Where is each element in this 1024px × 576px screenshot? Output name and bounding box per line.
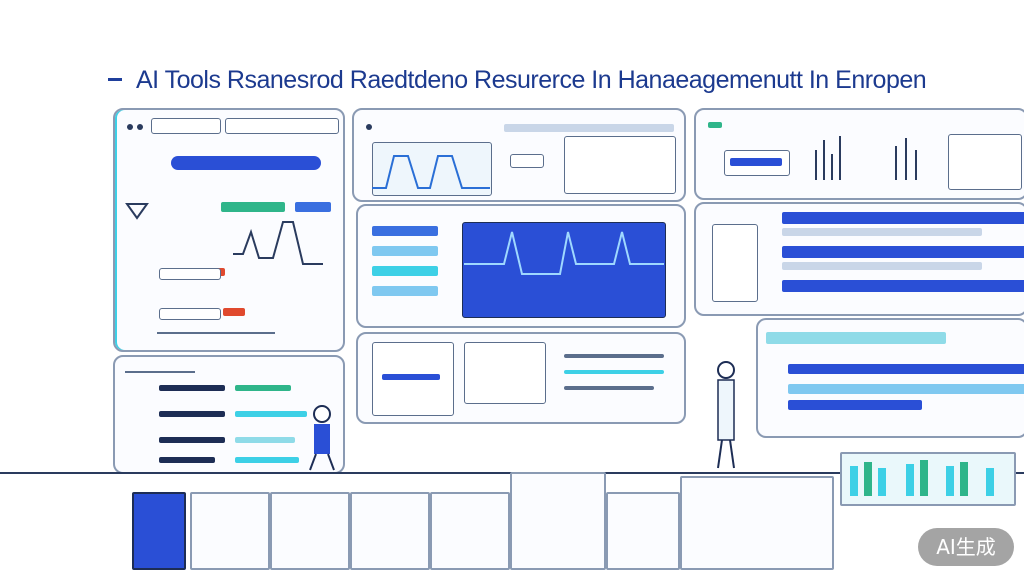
- title-dash: [108, 78, 122, 81]
- list-divider: [125, 371, 195, 373]
- list-item[interactable]: [159, 385, 225, 391]
- line-item: [564, 386, 654, 390]
- list-row-bar[interactable]: [782, 246, 1024, 258]
- highlight-bar: [730, 158, 782, 166]
- right-list-panel: [694, 202, 1024, 316]
- side-bar-item[interactable]: [372, 246, 438, 256]
- right-lower-panel: [756, 318, 1024, 438]
- right-top-panel: [694, 108, 1024, 200]
- list-row-bar[interactable]: [782, 212, 1024, 224]
- person-figure-icon: [717, 361, 735, 469]
- window-dot-icon: [137, 124, 143, 130]
- page-header: AI Tools Rsanesrod Raedtdeno Resurerce I…: [100, 62, 1024, 100]
- list-item[interactable]: [235, 411, 307, 417]
- progress-bar: [504, 124, 674, 132]
- line-item: [564, 354, 664, 358]
- signal-chart-icon: [464, 231, 664, 275]
- side-bar-item[interactable]: [372, 286, 438, 296]
- list-item[interactable]: [235, 385, 291, 391]
- list-item[interactable]: [235, 457, 299, 463]
- bottom-card[interactable]: [270, 492, 350, 570]
- window-dot-icon: [127, 124, 133, 130]
- tab-indicator[interactable]: [708, 122, 722, 128]
- list-row-bar-cyan[interactable]: [766, 332, 946, 344]
- window-dot-icon: [366, 124, 372, 130]
- bar-chart-icon: [850, 460, 994, 496]
- left-control-panel: [113, 108, 345, 352]
- indicator-box: [159, 308, 221, 320]
- list-row-bar-light[interactable]: [782, 262, 982, 270]
- indicator-box: [159, 268, 221, 280]
- status-bar-blue: [295, 202, 331, 212]
- center-lower-panel: [356, 332, 686, 424]
- list-item[interactable]: [159, 437, 225, 443]
- list-item[interactable]: [159, 457, 215, 463]
- list-row-bar-light[interactable]: [782, 228, 982, 236]
- list-row-bar[interactable]: [788, 364, 1024, 374]
- bottom-card[interactable]: [132, 492, 186, 570]
- wave-chart-icon: [372, 155, 490, 189]
- list-item[interactable]: [159, 411, 225, 417]
- ai-generated-badge: AI生成: [918, 528, 1014, 566]
- main-display: [462, 222, 666, 318]
- status-bar-green: [221, 202, 285, 212]
- bottom-card[interactable]: [606, 492, 680, 570]
- center-chart-panel: [352, 108, 686, 202]
- bottom-card[interactable]: [430, 492, 510, 570]
- side-bar-item[interactable]: [372, 226, 438, 236]
- person-figure-icon: [309, 405, 335, 471]
- line-item: [564, 370, 664, 374]
- detail-box: [948, 134, 1022, 190]
- card-bar: [382, 374, 440, 380]
- stack-box: [712, 224, 758, 302]
- detail-box: [564, 136, 676, 194]
- bottom-card[interactable]: [350, 492, 430, 570]
- left-list-panel: [113, 355, 345, 474]
- list-row-bar[interactable]: [782, 280, 1024, 292]
- primary-action-bar[interactable]: [171, 156, 321, 170]
- page-title: AI Tools Rsanesrod Raedtdeno Resurerce I…: [136, 66, 927, 94]
- bottom-card[interactable]: [190, 492, 270, 570]
- list-item[interactable]: [235, 437, 295, 443]
- list-row-bar[interactable]: [788, 384, 1024, 394]
- toolbar-box: [151, 118, 221, 134]
- center-main-panel: [356, 204, 686, 328]
- bottom-card[interactable]: [680, 476, 834, 570]
- list-row-bar[interactable]: [788, 400, 922, 410]
- waveform-icon: [233, 221, 323, 265]
- side-bar-item[interactable]: [372, 266, 438, 276]
- card-box: [464, 342, 546, 404]
- triangle-icon: [125, 203, 149, 220]
- status-bar-red: [223, 308, 245, 316]
- divider-line: [157, 332, 275, 334]
- bar-chart-icon: [815, 136, 917, 180]
- toolbar-box: [225, 118, 339, 134]
- bottom-card[interactable]: [510, 472, 606, 570]
- button-box[interactable]: [510, 154, 544, 168]
